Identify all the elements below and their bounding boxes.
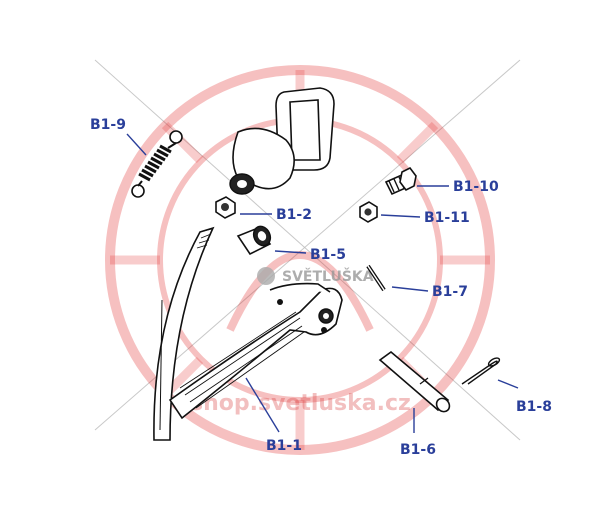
leader-b1-8: [497, 379, 519, 389]
label-b1-5: B1-5: [310, 247, 346, 263]
shaft-part: [378, 350, 451, 413]
nut-part: [215, 196, 236, 219]
leader-b1-1: [245, 377, 280, 433]
pedal-lever-part: [153, 226, 343, 441]
watermark-logo-badge: [257, 267, 275, 285]
cotter-pin-part: [461, 357, 501, 385]
watermark-brand: SVĚTLUŠKA: [282, 267, 374, 285]
leader-b1-11: [380, 214, 421, 218]
label-b1-6: B1-6: [400, 442, 436, 458]
leader-b1-9: [126, 133, 147, 156]
leader-b1-5: [274, 250, 307, 254]
label-b1-9: B1-9: [90, 117, 126, 133]
spring-part: [131, 130, 183, 198]
pin-part: [366, 264, 386, 292]
label-b1-10: B1-10: [453, 179, 499, 195]
bolt-part: [384, 166, 417, 196]
label-b1-8: B1-8: [516, 399, 552, 415]
part-labels: B1-9 B1-10 B1-2 B1-11 B1-5 B1-7 B1-8 B1-…: [90, 117, 552, 458]
pedal-pad-part: [229, 87, 335, 195]
label-b1-7: B1-7: [432, 284, 468, 300]
label-b1-2: B1-2: [276, 207, 312, 223]
bushing-part: [236, 225, 272, 256]
label-b1-1: B1-1: [266, 438, 302, 454]
leader-b1-7: [391, 286, 429, 292]
watermark-url: shop.svetluska.cz: [190, 391, 411, 416]
small-nut-part: [359, 201, 378, 223]
leader-lines: [126, 133, 519, 433]
label-b1-11: B1-11: [424, 210, 470, 226]
